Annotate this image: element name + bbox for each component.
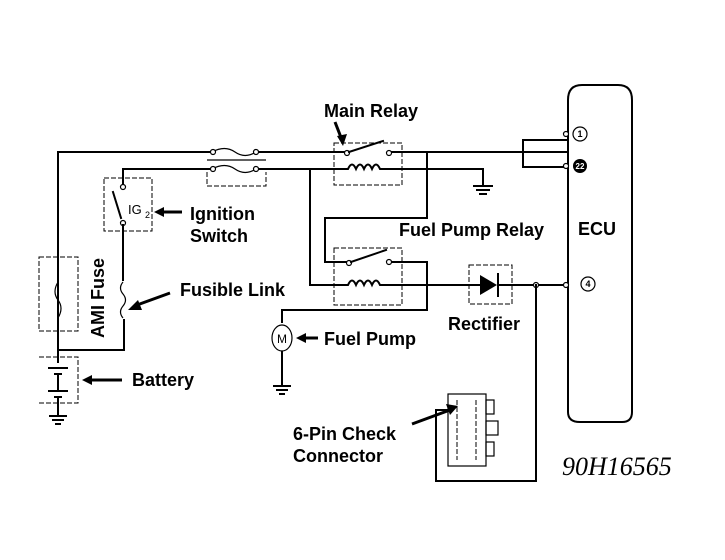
- check-connector-arrow: [411, 408, 451, 426]
- main-relay-switch-arm: [347, 139, 385, 154]
- main-relay-arrowhead: [337, 134, 347, 146]
- wire-pin22: [522, 151, 567, 168]
- check-connector-arrowhead: [446, 404, 458, 415]
- fp-relay-contact-b: [385, 258, 393, 266]
- ecu-terminal-4: [562, 281, 570, 289]
- fp-relay-coil: [339, 279, 391, 288]
- ig2-subscript: 2: [145, 210, 150, 220]
- fuel-pump-relay-box: [333, 247, 403, 306]
- ig-contact-top: [119, 183, 127, 191]
- fuse-bottom-term-b: [252, 165, 260, 173]
- wire-to-fuel-pump: [281, 261, 428, 323]
- rectifier-label: Rectifier: [448, 314, 520, 334]
- battery-arrowhead: [82, 375, 92, 385]
- figure-code: 90H16565: [562, 452, 672, 481]
- fusible-link: [119, 281, 127, 319]
- check-connector-pin-3: [485, 441, 495, 457]
- fusible-link-label: Fusible Link: [180, 280, 286, 300]
- check-connector-body: [447, 393, 487, 467]
- main-relay-label: Main Relay: [324, 101, 418, 121]
- fuel-pump-arrowhead: [296, 333, 306, 343]
- battery-label: Battery: [132, 370, 194, 390]
- fuse-bottom: [211, 164, 257, 174]
- ecu-terminal-1: [562, 130, 570, 138]
- ami-fuse-box: [38, 256, 79, 332]
- wire-fusible-to-battery: [57, 319, 125, 351]
- check-connector-inner: [456, 400, 477, 460]
- ignition-arrowhead: [154, 207, 164, 217]
- check-connector-pin-1: [485, 399, 495, 415]
- main-relay-coil: [339, 163, 401, 172]
- fuse-top-term-a: [209, 148, 217, 156]
- ecu-pin-1-circle: [572, 126, 588, 142]
- ecu-pin-4-label: 4: [585, 279, 590, 289]
- ecu-pin-22-circle: [573, 159, 587, 173]
- fuse-top: [211, 147, 257, 157]
- ground-main-relay: [473, 185, 493, 195]
- ignition-switch-box: [103, 177, 153, 232]
- ecu-label: ECU: [578, 219, 616, 239]
- ground-fuel-pump: [273, 385, 291, 395]
- wire-check-connector: [435, 284, 537, 482]
- ecu-pin-22-label: 22: [576, 162, 585, 171]
- wire-ig-to-fuse: [122, 168, 211, 186]
- check-connector-pin-2: [485, 420, 499, 436]
- wire-to-fuel-pump-relay: [324, 151, 428, 263]
- fusible-link-arrowhead: [128, 300, 142, 310]
- fuse-top-term-b: [252, 148, 260, 156]
- fuse-bottom-term-a: [209, 165, 217, 173]
- fuel-pump-relay-label: Fuel Pump Relay: [399, 220, 544, 240]
- ground-battery: [49, 415, 67, 425]
- rectifier-box: [468, 264, 513, 305]
- check-connector-label-2: Connector: [293, 446, 383, 466]
- main-relay-contact-b: [385, 149, 393, 157]
- wire-pin1: [522, 139, 567, 153]
- fuse-box-outline: [206, 172, 267, 187]
- ig-switch-arm: [111, 190, 123, 220]
- fuel-pump-label: Fuel Pump: [324, 329, 416, 349]
- fusible-link-arrow: [136, 291, 171, 307]
- wire-coil-feed: [309, 168, 341, 286]
- ig2-label: IG: [128, 202, 142, 217]
- ecu-terminal-22: [562, 162, 570, 170]
- ami-fuse-label: AMI Fuse: [88, 258, 108, 338]
- rectifier-diode: [480, 275, 497, 295]
- ecu-box: [567, 84, 633, 423]
- ecu-pin-4-circle: [580, 276, 596, 292]
- ami-fuse-element: [54, 281, 62, 319]
- ignition-label-1: Ignition: [190, 204, 255, 224]
- wire-coil-to-ground: [399, 168, 484, 186]
- fp-relay-switch-arm: [349, 248, 388, 264]
- wire-top: [57, 151, 211, 333]
- ignition-label-2: Switch: [190, 226, 248, 246]
- check-connector-label-1: 6-Pin Check: [293, 424, 397, 444]
- ecu-pin-1-label: 1: [577, 129, 582, 139]
- motor-label: M: [277, 332, 287, 346]
